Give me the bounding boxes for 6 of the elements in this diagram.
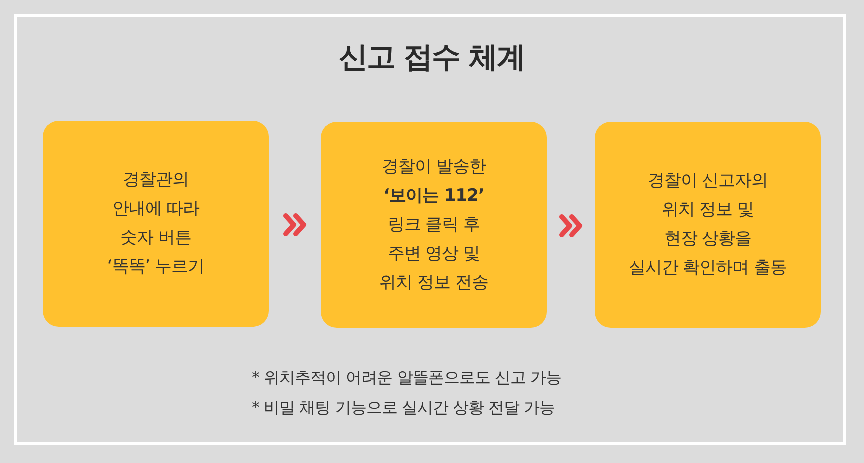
- step-box: 경찰이 신고자의 위치 정보 및 현장 상황을 실시간 확인하며 출동: [595, 122, 821, 328]
- step-box: 경찰관의 안내에 따라 숫자 버튼 ‘똑똑’ 누르기: [43, 121, 269, 327]
- note-text: * 비밀 채팅 기능으로 실시간 상황 전달 가능: [252, 398, 556, 419]
- note-text: * 위치추적이 어려운 알뜰폰으로도 신고 가능: [252, 368, 562, 389]
- title: 신고 접수 체계: [338, 40, 526, 74]
- step-box: 경찰이 발송한 ‘보이는 112’ 링크 클릭 후 주변 영상 및 위치 정보 전송: [321, 122, 547, 328]
